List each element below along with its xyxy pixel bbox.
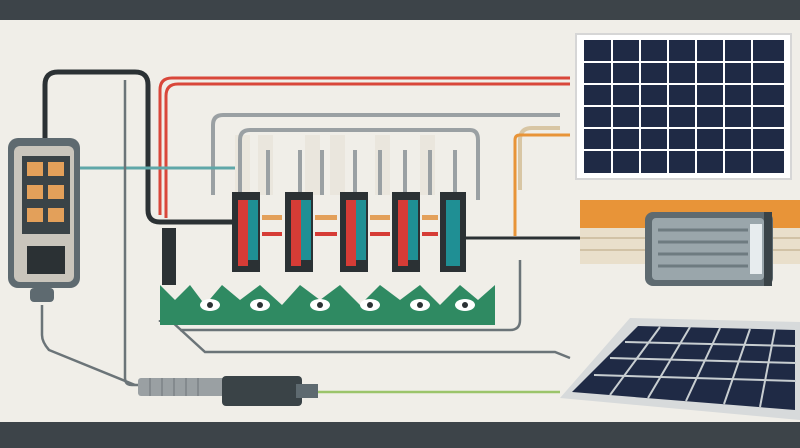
black-cable [42,69,235,225]
breaker-icon [440,192,466,272]
beige-cable [518,126,560,190]
breaker-icon [285,192,313,272]
breaker-icon [232,192,260,272]
solar-panel-icon [575,33,792,180]
battery-icon [645,212,773,286]
connector-icon [222,376,318,406]
orange-cable [513,133,570,236]
breaker-icon [392,192,420,272]
thin-grey-wires [40,80,571,387]
junction-box-icon [8,138,80,302]
red-cable [158,76,570,218]
breaker-row [232,192,466,272]
bottom-frame [0,422,800,448]
fuse-icon [138,378,228,396]
breaker-icon [340,192,368,272]
terminal-post [162,228,176,290]
grey-cable [211,113,560,200]
solar-panel-icon [560,318,800,420]
busbar [160,285,495,325]
